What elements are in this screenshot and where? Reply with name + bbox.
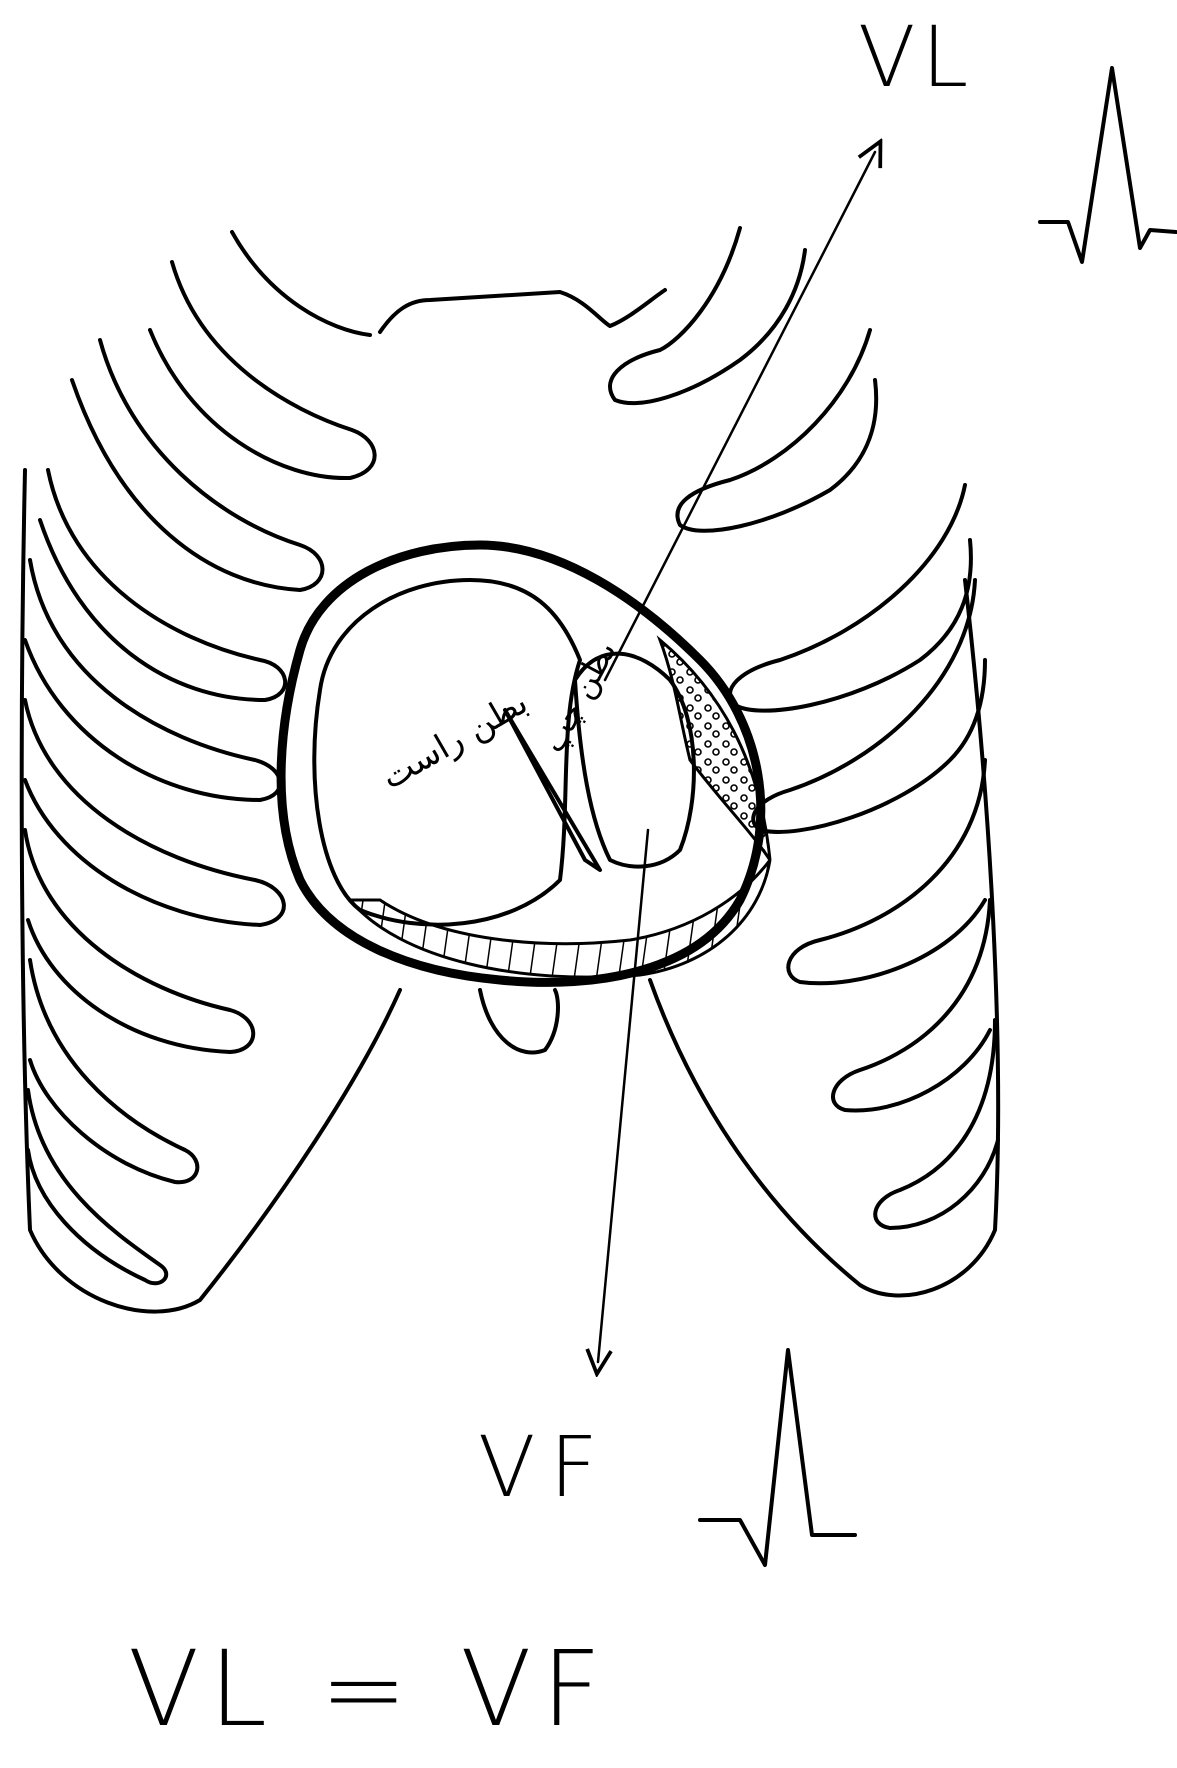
sternum-top	[380, 290, 665, 332]
vl-ecg-complex	[1040, 68, 1176, 262]
heart-outline	[281, 545, 761, 982]
right-ribs	[610, 228, 998, 1296]
lead-vl-label: VL	[858, 8, 974, 106]
apex-tip	[480, 990, 558, 1053]
right-ventricle-label: بطن راست	[375, 682, 535, 798]
left-ribs	[22, 232, 400, 1312]
vf-axis-arrow	[598, 830, 648, 1362]
heart	[281, 545, 770, 1053]
lead-vf-label: VF	[478, 1418, 612, 1516]
vf-ecg-complex	[700, 1350, 855, 1565]
equation-label: VL = VF	[128, 1628, 611, 1750]
